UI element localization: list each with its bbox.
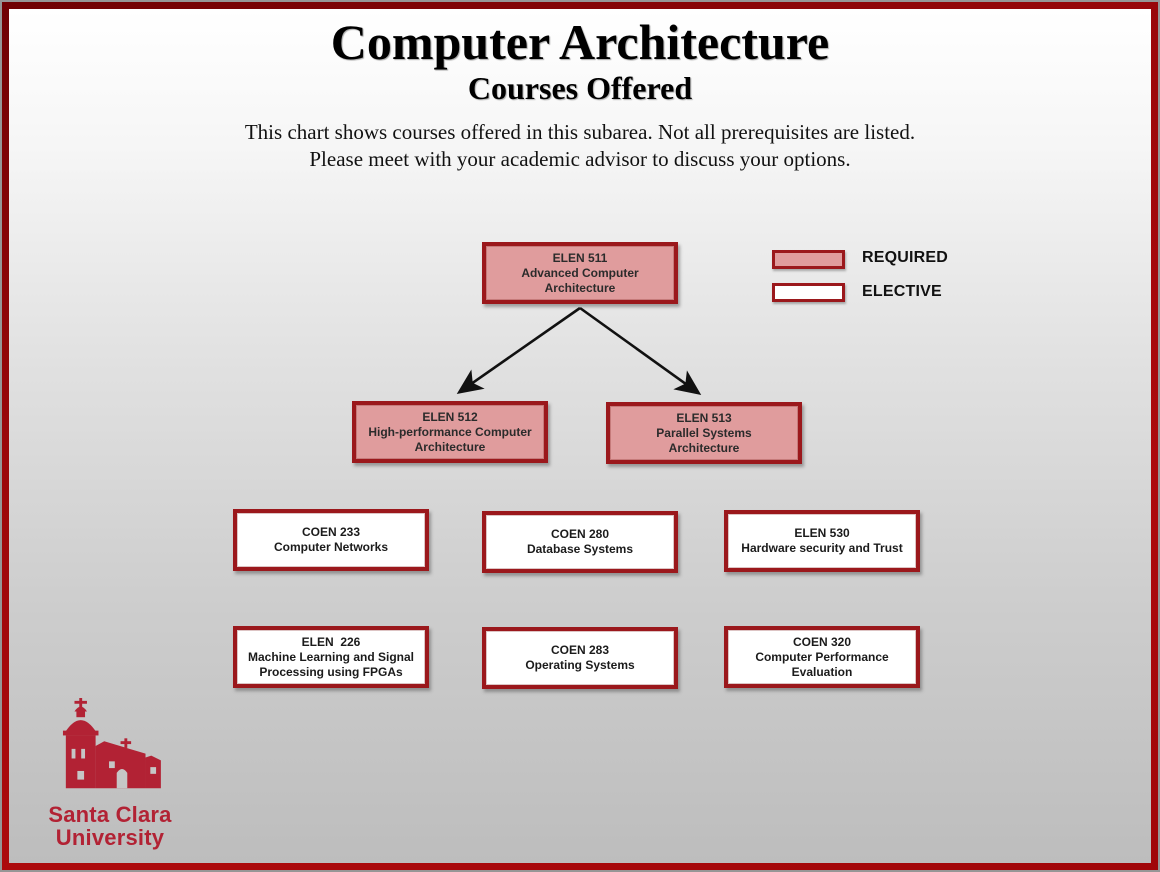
course-code: ELEN 511: [552, 250, 608, 265]
course-node-coen-283: COEN 283 Operating Systems: [482, 627, 678, 689]
arrow-elen511-to-elen513: [579, 306, 702, 396]
legend-elective-swatch: [772, 283, 845, 302]
course-code: COEN 280: [550, 527, 610, 541]
course-code: ELEN 512: [422, 409, 478, 424]
scu-mission-church-icon: [62, 698, 161, 789]
course-code: ELEN 530: [794, 526, 850, 540]
course-code: COEN 233: [301, 525, 361, 539]
course-node-coen-280: COEN 280 Database Systems: [482, 511, 678, 573]
course-node-coen-233: COEN 233 Computer Networks: [233, 509, 429, 571]
course-code: ELEN 226: [301, 634, 361, 649]
course-title: Computer Networks: [273, 540, 389, 554]
course-code: COEN 320: [792, 634, 852, 649]
legend-required-swatch: [772, 250, 845, 269]
header: Computer Architecture Courses Offered Th…: [0, 0, 1160, 173]
course-title: Operating Systems: [525, 658, 635, 672]
arrow-elen511-to-elen512: [456, 306, 581, 394]
course-node-elen-511: ELEN 511 Advanced Computer Architecture: [482, 242, 678, 304]
course-title: Machine Learning and Signal Processing u…: [247, 649, 415, 679]
page-background: [9, 9, 1151, 863]
description-line-1: This chart shows courses offered in this…: [244, 120, 916, 144]
scu-logo: Santa Clara University: [30, 698, 190, 849]
course-node-elen-226: ELEN 226 Machine Learning and Signal Pro…: [233, 626, 429, 688]
course-code: COEN 283: [550, 643, 610, 657]
course-node-coen-320: COEN 320 Computer Performance Evaluation: [724, 626, 920, 688]
course-title: Advanced Computer Architecture: [521, 265, 639, 295]
course-title: Parallel Systems Architecture: [656, 425, 752, 455]
page-subtitle: Courses Offered: [467, 70, 693, 106]
course-title: Computer Performance Evaluation: [755, 649, 889, 679]
course-node-elen-530: ELEN 530 Hardware security and Trust: [724, 510, 920, 572]
scu-logo-wordmark: Santa Clara University: [30, 803, 190, 849]
scu-logo-line-1: Santa Clara: [48, 802, 172, 827]
description-line-2: Please meet with your academic advisor t…: [309, 147, 851, 171]
course-code: ELEN 513: [676, 410, 732, 425]
legend-required-label: REQUIRED: [862, 249, 949, 266]
legend-elective-label: ELECTIVE: [862, 283, 942, 300]
page-title: Computer Architecture: [330, 14, 830, 70]
scu-logo-line-2: University: [55, 825, 165, 850]
course-node-elen-513: ELEN 513 Parallel Systems Architecture: [606, 402, 802, 464]
course-title: Hardware security and Trust: [741, 541, 903, 555]
page-description: This chart shows courses offered in this…: [0, 119, 1160, 173]
course-title: High-performance Computer Architecture: [368, 424, 532, 454]
course-title: Database Systems: [526, 542, 634, 556]
course-node-elen-512: ELEN 512 High-performance Computer Archi…: [352, 401, 548, 463]
